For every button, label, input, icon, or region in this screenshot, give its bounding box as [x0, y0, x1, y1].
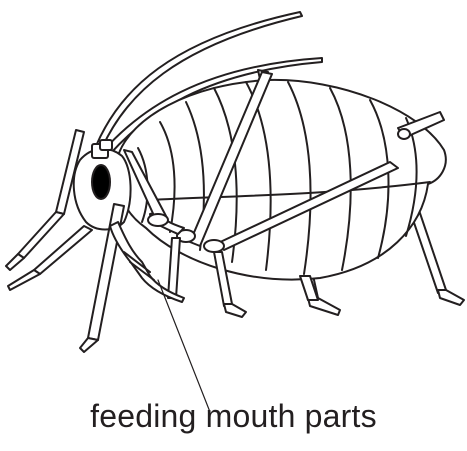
annotation-label: feeding mouth parts — [0, 398, 467, 435]
eye — [92, 165, 110, 199]
aphid-body — [116, 80, 446, 280]
